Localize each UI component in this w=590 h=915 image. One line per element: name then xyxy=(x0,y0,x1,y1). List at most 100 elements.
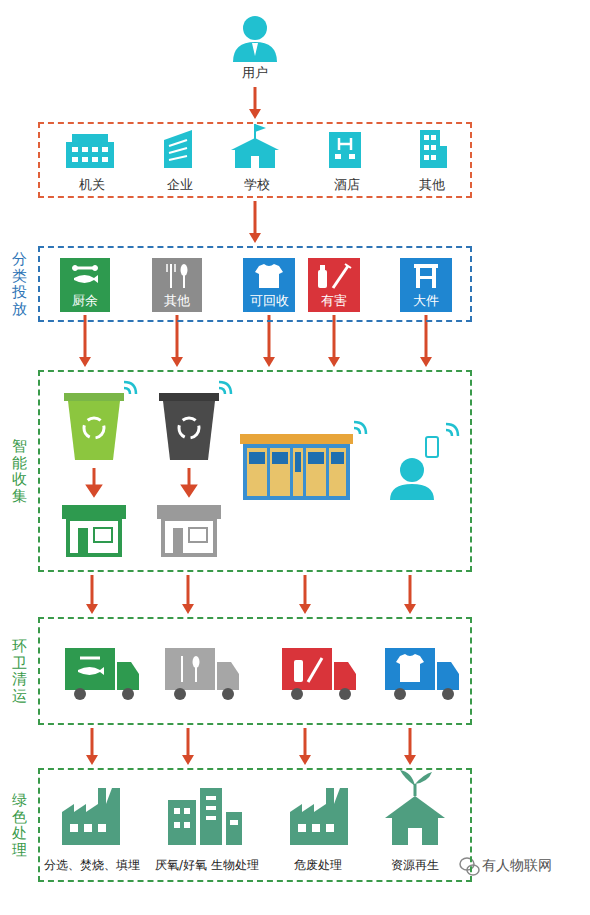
smart-bins xyxy=(64,393,124,401)
smart-bins xyxy=(272,452,288,464)
icon-node: 危废处理 xyxy=(270,780,366,876)
bin-tiles xyxy=(243,258,295,312)
building-icons xyxy=(72,147,108,162)
node-label: 厌氧/好氧 生物处理 xyxy=(155,857,259,874)
trucks xyxy=(122,688,134,700)
smart-bins xyxy=(446,424,458,436)
wechat-icon xyxy=(460,858,479,875)
trucks xyxy=(294,660,303,682)
bin-tiles xyxy=(76,267,94,270)
arrow-line xyxy=(409,575,412,605)
smart-bins xyxy=(183,486,195,495)
arrow-head xyxy=(86,755,98,765)
icon-node: 厨余 xyxy=(60,258,110,312)
smart-bins xyxy=(163,519,215,555)
plants xyxy=(392,818,438,845)
trucks xyxy=(282,648,332,690)
arrow-line xyxy=(304,575,307,605)
smart-bins xyxy=(426,437,438,457)
trucks xyxy=(308,658,322,682)
smart-bins xyxy=(295,452,301,472)
arrow-head xyxy=(182,755,194,765)
bin-tiles xyxy=(73,264,439,288)
plants xyxy=(326,824,334,832)
icon-node: 其他 xyxy=(152,258,202,312)
building-icons xyxy=(255,124,266,132)
building-icons xyxy=(335,154,355,159)
plants xyxy=(174,822,180,828)
smart-bins xyxy=(308,452,324,464)
stage-label: 分类投放 xyxy=(12,251,27,317)
building-icons xyxy=(424,135,429,140)
arrow-head xyxy=(404,755,416,765)
flow-arrow xyxy=(249,87,261,119)
smart-bins xyxy=(88,486,100,495)
building-icons xyxy=(92,157,98,162)
trucks xyxy=(385,648,435,690)
smart-bins xyxy=(68,519,120,555)
bin-tiles xyxy=(420,276,432,279)
trucks xyxy=(394,688,406,700)
node-label: 危废处理 xyxy=(294,857,342,874)
watermark: 有人物联网 xyxy=(482,857,552,875)
flow-arrow xyxy=(263,315,275,367)
node-label: 酒店 xyxy=(334,176,360,194)
flow-arrow xyxy=(249,201,261,243)
bin-tiles xyxy=(414,264,438,268)
band-outline xyxy=(38,617,472,725)
flow-arrow xyxy=(86,575,98,614)
building-icons xyxy=(82,157,88,162)
flow-arrow xyxy=(79,315,91,367)
bin-tiles xyxy=(183,274,185,288)
plants xyxy=(385,796,445,818)
smart-bins xyxy=(240,434,353,444)
bin-tiles xyxy=(93,266,98,271)
smart-bins xyxy=(400,458,424,482)
bin-tiles xyxy=(345,264,351,268)
building-icons xyxy=(424,135,436,160)
flow-arrow xyxy=(86,728,98,765)
icon-node: 学校 xyxy=(222,128,292,196)
smart-bins xyxy=(124,382,136,394)
flow-arrow xyxy=(299,575,311,614)
plants xyxy=(70,824,78,832)
arrow-head xyxy=(420,357,432,367)
node-label: 大件 xyxy=(413,292,439,310)
stage-label: 智能收集 xyxy=(12,438,27,504)
smart-bins xyxy=(62,505,126,519)
building-icons xyxy=(431,145,436,150)
node-label: 厨余 xyxy=(72,292,98,310)
building-icons xyxy=(440,146,447,168)
flow-arrow xyxy=(299,728,311,765)
stage-band: 智能收集 xyxy=(8,370,472,572)
user-icon xyxy=(243,16,267,40)
bin-tiles xyxy=(60,258,110,312)
node-label: 可回收 xyxy=(250,292,289,310)
flow-arrow xyxy=(420,315,432,367)
trucks xyxy=(181,656,183,682)
arrow-line xyxy=(254,87,257,110)
smart-bins xyxy=(219,388,225,394)
node-label: 资源再生 xyxy=(391,857,439,874)
trucks xyxy=(339,688,351,700)
smart-bins xyxy=(84,418,104,438)
building-icons xyxy=(169,148,187,153)
arrow-line xyxy=(91,728,94,756)
building-icons xyxy=(82,147,88,152)
smart-bins xyxy=(219,382,231,394)
smart-bins xyxy=(163,401,215,460)
plants xyxy=(414,784,417,796)
icon-node: 其他 xyxy=(397,128,467,196)
bin-tiles xyxy=(255,264,283,288)
arrow-head xyxy=(404,604,416,614)
node-label: 学校 xyxy=(244,176,270,194)
building-icons xyxy=(72,157,78,162)
node-label: 机关 xyxy=(79,176,105,194)
plants xyxy=(62,788,120,845)
smart-bins xyxy=(354,422,366,434)
node-label: 用户 xyxy=(242,64,268,82)
smart-bins xyxy=(189,528,207,542)
bin-tiles xyxy=(152,258,202,312)
